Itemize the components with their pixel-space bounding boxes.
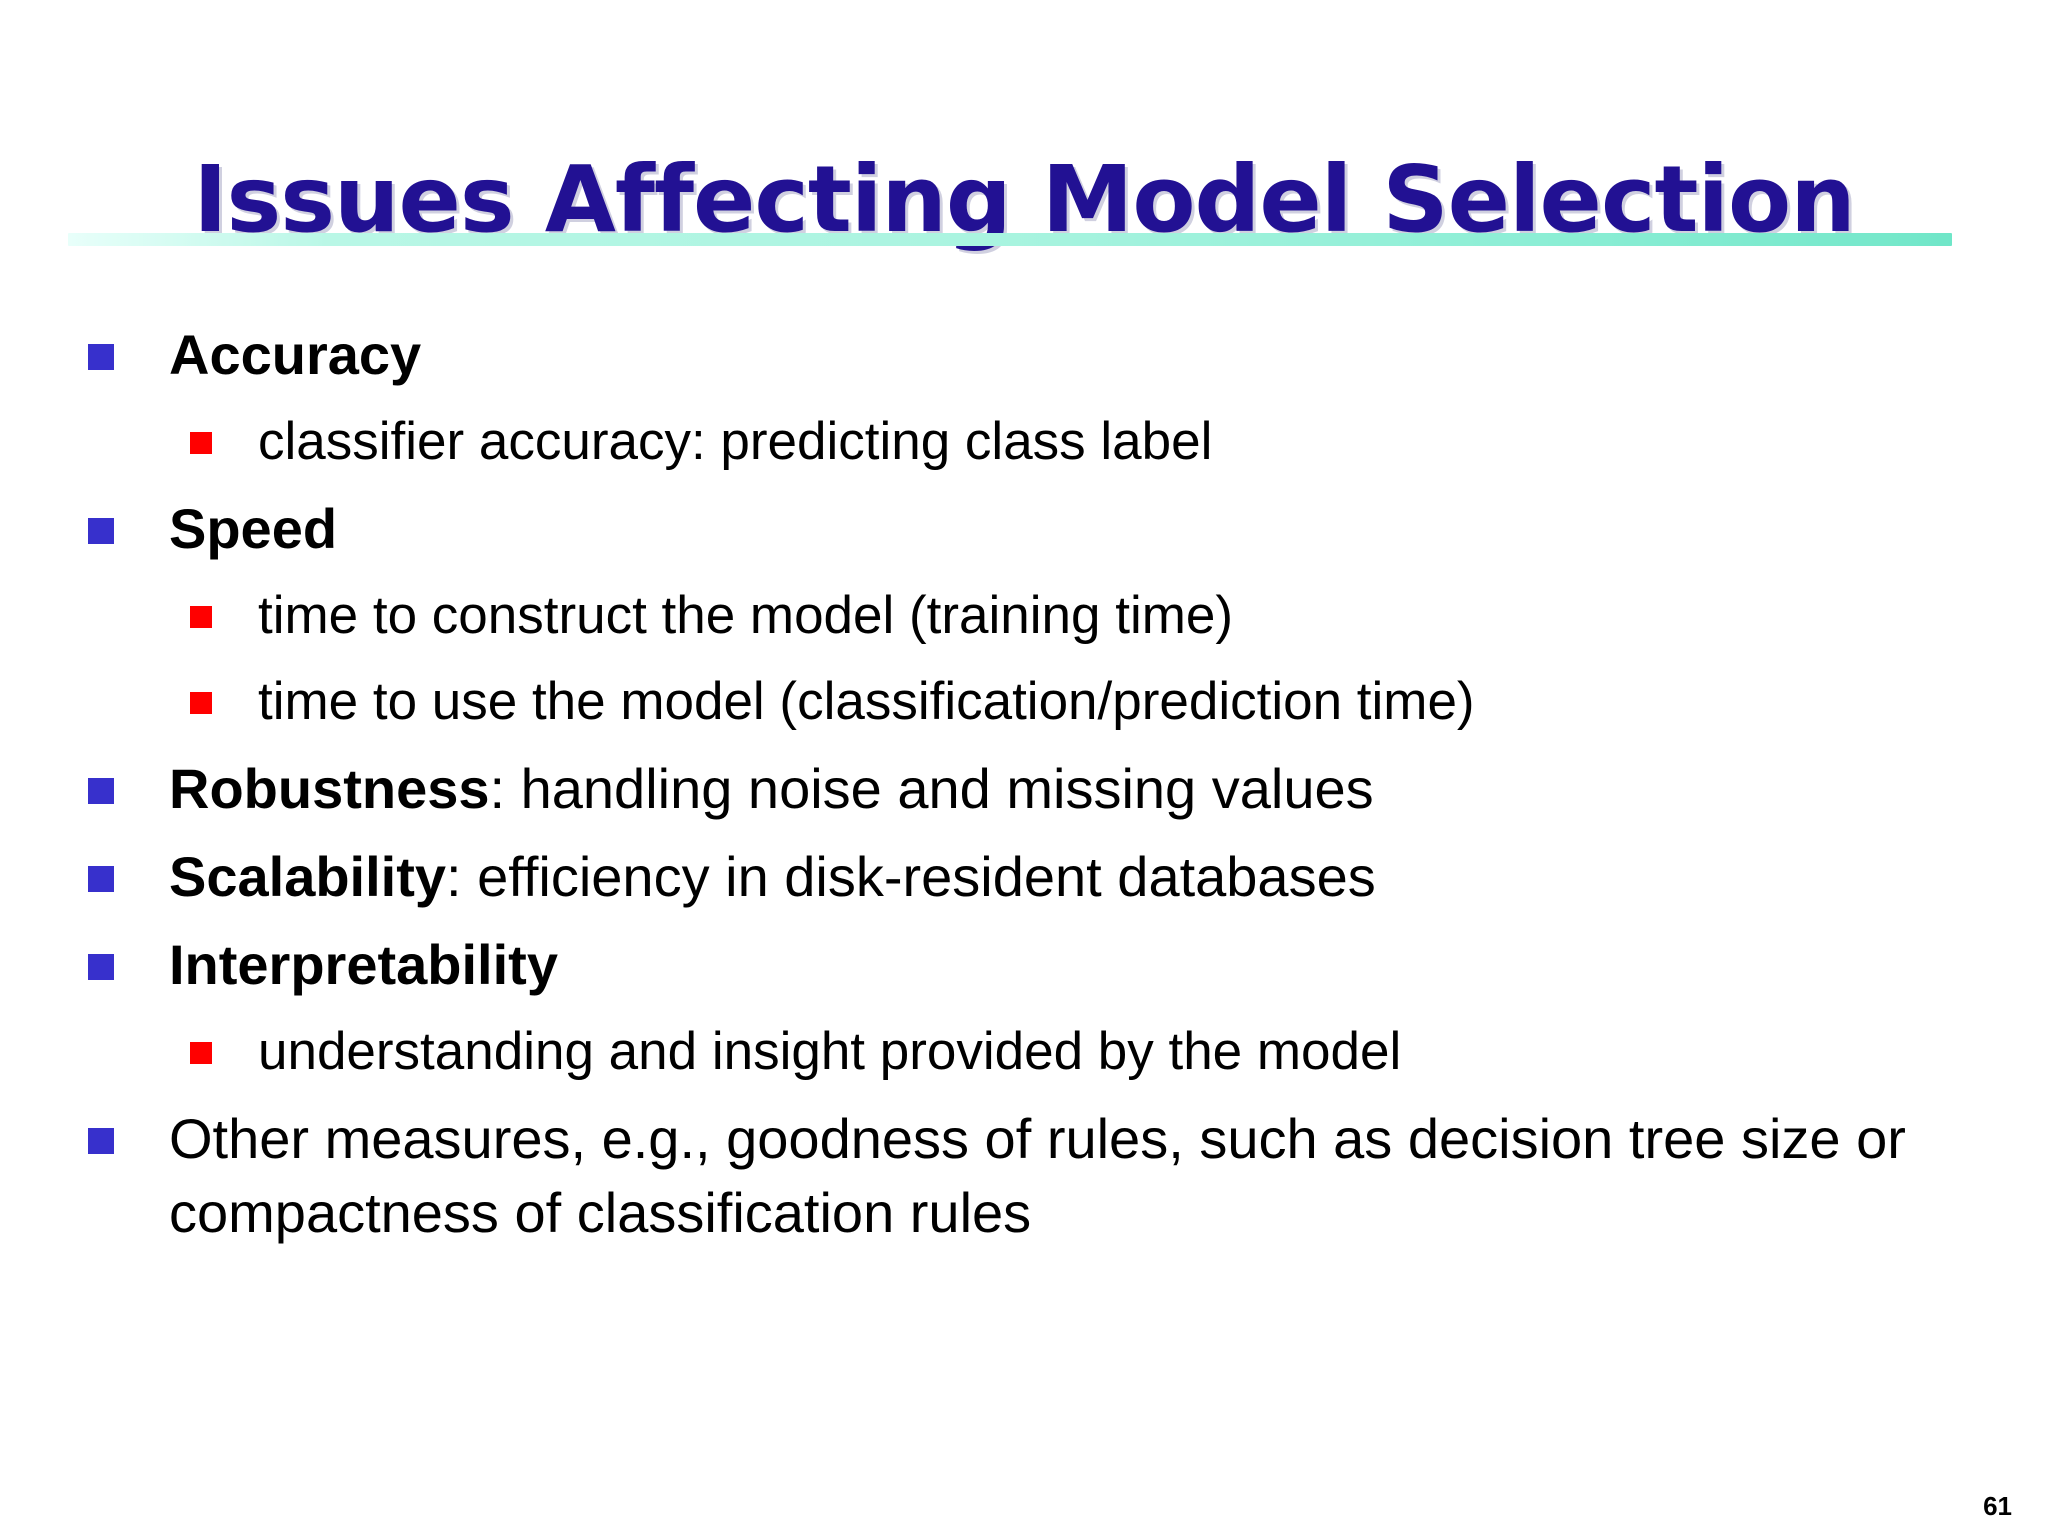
bullet-item-level1: Robustness: handling noise and missing v… bbox=[0, 752, 2048, 826]
bullet-description: : efficiency in disk-resident databases bbox=[446, 845, 1376, 908]
bullet-text: Speed bbox=[169, 492, 1949, 566]
bullet-item-level2: understanding and insight provided by th… bbox=[0, 1016, 2048, 1088]
page-number: 61 bbox=[1983, 1491, 2012, 1521]
square-bullet-red-icon bbox=[190, 1042, 212, 1064]
bullet-item-level1: Interpretability bbox=[0, 928, 2048, 1002]
bullet-item-level2: time to construct the model (training ti… bbox=[0, 580, 2048, 652]
bullet-text: understanding and insight provided by th… bbox=[258, 1022, 1402, 1081]
square-bullet-red-icon bbox=[190, 606, 212, 628]
bullet-item-level1: Scalability: efficiency in disk-resident… bbox=[0, 840, 2048, 914]
square-bullet-blue-icon bbox=[88, 344, 114, 370]
square-bullet-blue-icon bbox=[88, 518, 114, 544]
bullet-item-level1: Speed bbox=[0, 492, 2048, 566]
bullet-text: Interpretability bbox=[169, 928, 1949, 1002]
bullet-item-level2: time to use the model (classification/pr… bbox=[0, 666, 2048, 738]
bullet-term: Accuracy bbox=[169, 323, 422, 386]
bullet-text: time to use the model (classification/pr… bbox=[258, 672, 1475, 731]
square-bullet-blue-icon bbox=[88, 954, 114, 980]
bullet-description: Other measures, e.g., goodness of rules,… bbox=[169, 1107, 1906, 1244]
square-bullet-blue-icon bbox=[88, 1128, 114, 1154]
bullet-term: Speed bbox=[169, 497, 338, 560]
bullet-text: Scalability: efficiency in disk-resident… bbox=[169, 840, 1949, 914]
square-bullet-blue-icon bbox=[88, 778, 114, 804]
bullet-item-level2: classifier accuracy: predicting class la… bbox=[0, 406, 2048, 478]
square-bullet-red-icon bbox=[190, 432, 212, 454]
bullet-term: Scalability bbox=[169, 845, 447, 908]
bullet-text: classifier accuracy: predicting class la… bbox=[258, 412, 1213, 471]
bullet-item-level1: Other measures, e.g., goodness of rules,… bbox=[0, 1102, 2048, 1250]
bullet-text: Robustness: handling noise and missing v… bbox=[169, 752, 1949, 826]
bullet-text: Other measures, e.g., goodness of rules,… bbox=[169, 1102, 1949, 1250]
bullet-term: Interpretability bbox=[169, 933, 558, 996]
bullet-term: Robustness bbox=[169, 757, 490, 820]
bullet-item-level1: Accuracy bbox=[0, 318, 2048, 392]
bullet-text: time to construct the model (training ti… bbox=[258, 586, 1233, 645]
bullet-description: : handling noise and missing values bbox=[489, 757, 1374, 820]
square-bullet-blue-icon bbox=[88, 866, 114, 892]
page-title: Issues Affecting Model Selection bbox=[193, 145, 1855, 253]
bullet-list: Accuracy classifier accuracy: predicting … bbox=[0, 318, 2048, 1264]
square-bullet-red-icon bbox=[190, 692, 212, 714]
bullet-text: Accuracy bbox=[169, 318, 1949, 392]
title-divider-rule bbox=[68, 233, 1952, 246]
